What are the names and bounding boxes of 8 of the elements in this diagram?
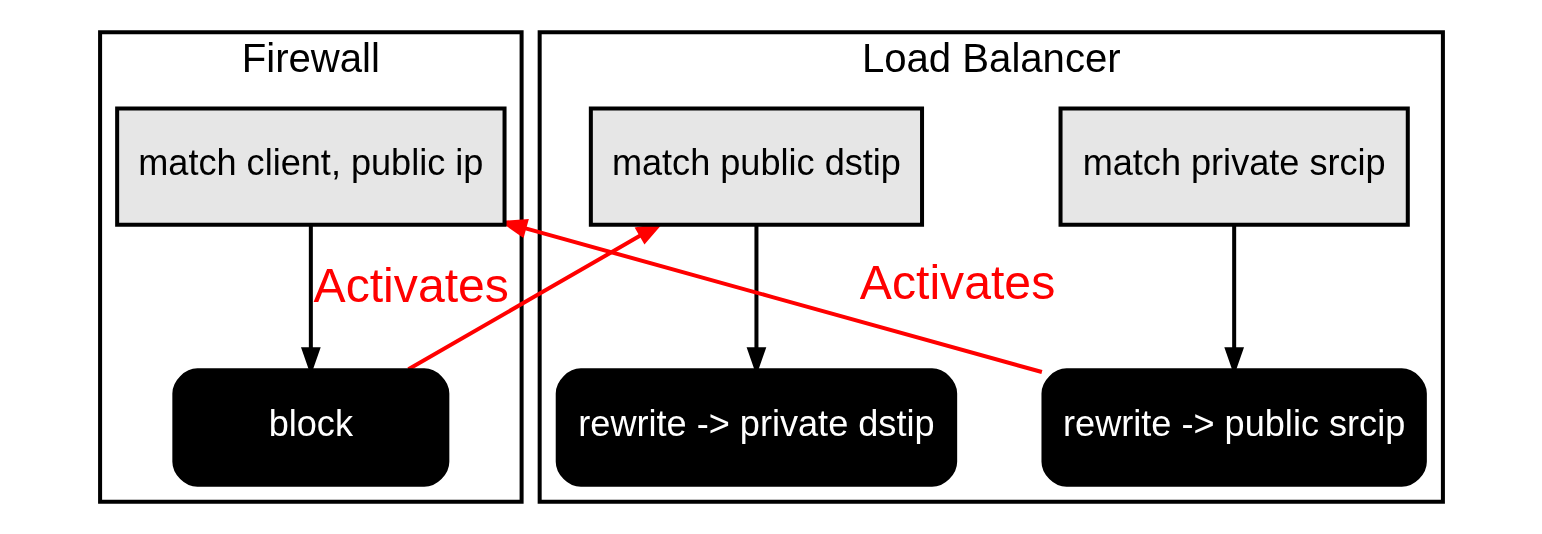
node-box: match private srcip [1058,106,1410,227]
node-box: match client, public ip [114,106,507,227]
edge-label: Activates [313,257,509,312]
node-box: block [171,368,449,487]
node-box: rewrite -> public srcip [1040,368,1427,487]
node-box: rewrite -> private dstip [555,368,957,487]
edge-label: Activates [859,254,1055,309]
node-box: match public dstip [588,106,924,227]
